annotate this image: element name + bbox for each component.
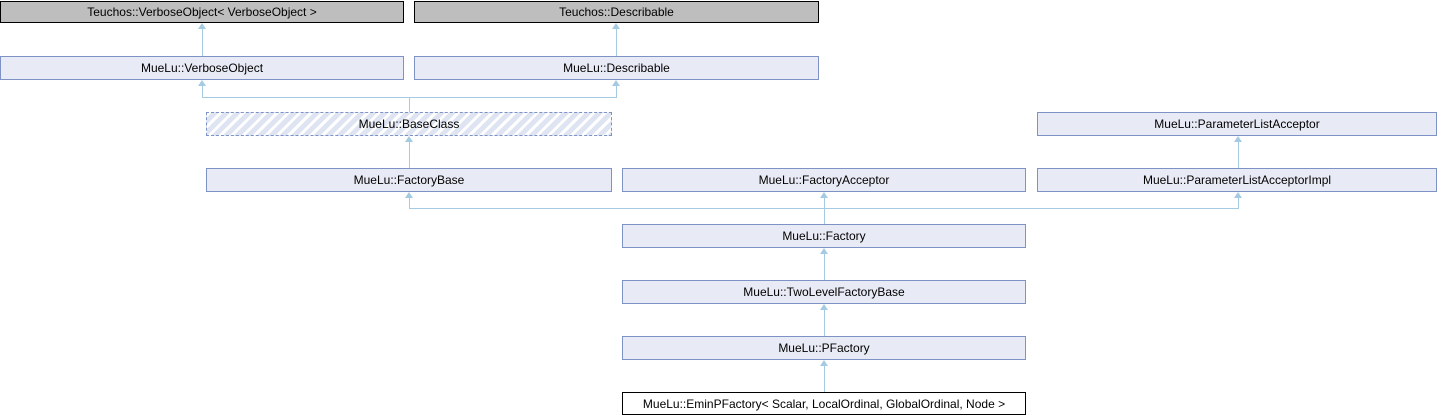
class-node-muelu-factorybase[interactable]: MueLu::FactoryBase: [206, 168, 612, 192]
arrow-up-icon: [198, 80, 206, 86]
class-node-muelu-parameterlistacceptorimpl[interactable]: MueLu::ParameterListAcceptorImpl: [1037, 168, 1437, 192]
class-node-label: MueLu::BaseClass: [358, 117, 460, 131]
class-node-label: MueLu::EminPFactory< Scalar, LocalOrdina…: [642, 396, 1006, 411]
inheritance-edge-line: [824, 306, 825, 336]
inheritance-edge-line: [616, 82, 617, 98]
inheritance-edge-line: [824, 362, 825, 392]
class-node-muelu-pfactory[interactable]: MueLu::PFactory: [622, 336, 1026, 360]
inheritance-edge-line: [1238, 195, 1239, 209]
inheritance-edge-line: [824, 250, 825, 280]
inheritance-edge-line: [824, 208, 825, 224]
class-node-label: MueLu::TwoLevelFactoryBase: [743, 285, 905, 299]
inheritance-edge-line: [409, 139, 410, 168]
arrow-up-icon: [612, 23, 620, 29]
class-node-muelu-verboseobject[interactable]: MueLu::VerboseObject: [0, 56, 404, 80]
class-node-muelu-eminpfactory: MueLu::EminPFactory< Scalar, LocalOrdina…: [622, 392, 1026, 415]
arrow-up-icon: [820, 304, 828, 310]
inheritance-edge-line: [409, 97, 410, 112]
arrow-up-icon: [1234, 136, 1242, 142]
inheritance-edge-line: [202, 82, 203, 98]
inheritance-edge-line: [202, 26, 203, 56]
class-node-label: MueLu::Factory: [782, 229, 866, 243]
inheritance-edge-line: [1238, 139, 1239, 168]
class-node-label: MueLu::FactoryBase: [353, 173, 465, 187]
class-node-muelu-describable[interactable]: MueLu::Describable: [414, 56, 819, 80]
class-node-muelu-twolevelfactorybase[interactable]: MueLu::TwoLevelFactoryBase: [622, 280, 1026, 304]
class-node-label: Teuchos::VerboseObject< VerboseObject >: [87, 5, 317, 19]
class-node-label: MueLu::Describable: [563, 61, 670, 75]
class-node-muelu-factoryacceptor[interactable]: MueLu::FactoryAcceptor: [622, 168, 1026, 192]
class-node-muelu-parameterlistacceptor[interactable]: MueLu::ParameterListAcceptor: [1037, 112, 1437, 136]
class-node-teuchos-describable: Teuchos::Describable: [414, 1, 819, 23]
arrow-up-icon: [820, 192, 828, 198]
class-node-muelu-baseclass[interactable]: MueLu::BaseClass: [206, 112, 612, 136]
class-node-teuchos-verboseobject: Teuchos::VerboseObject< VerboseObject >: [0, 1, 404, 23]
arrow-up-icon: [405, 192, 413, 198]
arrow-up-icon: [612, 80, 620, 86]
class-node-label: Teuchos::Describable: [559, 5, 674, 19]
arrow-up-icon: [820, 360, 828, 366]
class-node-label: MueLu::ParameterListAcceptor: [1154, 117, 1320, 131]
class-node-muelu-factory[interactable]: MueLu::Factory: [622, 224, 1026, 248]
class-node-label: MueLu::PFactory: [778, 341, 870, 355]
inheritance-edge-line: [409, 195, 410, 209]
inheritance-edge-line: [824, 195, 825, 209]
class-node-label: MueLu::ParameterListAcceptorImpl: [1142, 173, 1332, 187]
arrow-up-icon: [198, 23, 206, 29]
class-node-label: MueLu::FactoryAcceptor: [758, 173, 890, 187]
class-node-label: MueLu::VerboseObject: [140, 61, 264, 75]
arrow-up-icon: [405, 136, 413, 142]
inheritance-edge-line: [616, 26, 617, 56]
arrow-up-icon: [1234, 192, 1242, 198]
arrow-up-icon: [820, 248, 828, 254]
